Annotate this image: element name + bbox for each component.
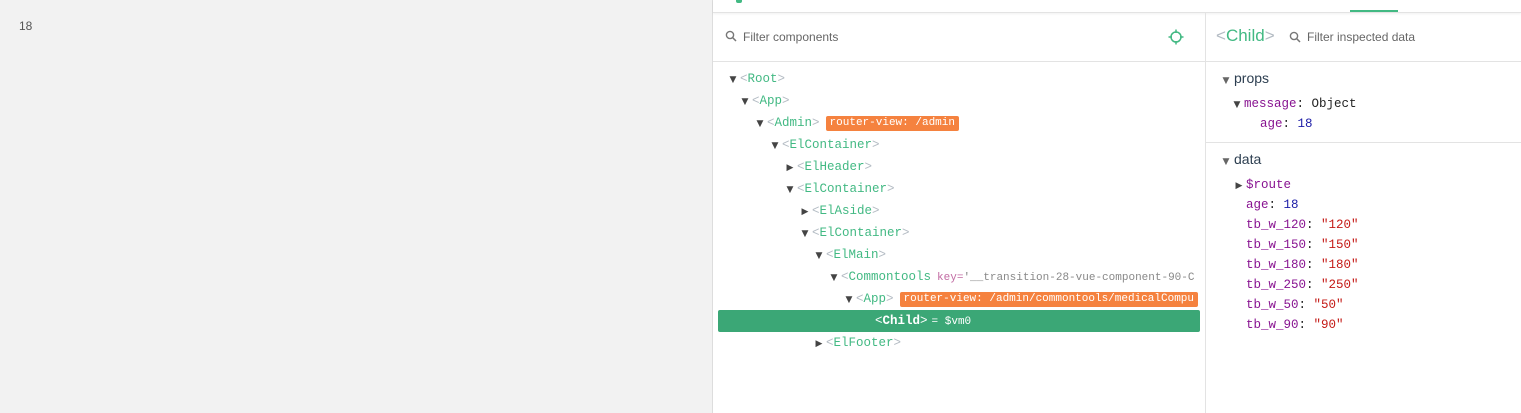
data-route[interactable]: ▶$route — [1232, 178, 1291, 192]
tree-node-label: ElMain — [833, 248, 879, 262]
collapse-arrow-icon[interactable]: ▼ — [815, 251, 823, 261]
expand-arrow-icon: ▶ — [1235, 181, 1243, 191]
tree-node-admin[interactable]: ▼<Admin>router-view: /admin — [718, 112, 1200, 134]
select-component-target-icon[interactable] — [1168, 29, 1184, 45]
tree-node-label: Admin — [774, 116, 813, 130]
collapse-arrow-icon[interactable]: ▼ — [756, 119, 764, 129]
expand-arrow-icon[interactable]: ▶ — [801, 207, 809, 217]
collapse-arrow-icon[interactable]: ▼ — [741, 97, 749, 107]
tree-node-root[interactable]: ▼<Root> — [718, 68, 1200, 90]
tree-node-label: App — [863, 292, 887, 306]
tree-node-elfooter[interactable]: ▶<ElFooter> — [718, 332, 1200, 354]
collapse-arrow-icon[interactable]: ▼ — [830, 273, 838, 283]
prop-age: age: 18 — [1260, 117, 1313, 131]
collapse-arrow-icon[interactable]: ▼ — [845, 295, 853, 305]
tree-node-label: ElContainer — [819, 226, 903, 240]
router-view-badge: router-view: /admin — [825, 116, 959, 131]
prop-message[interactable]: ▼message: Object — [1230, 97, 1357, 111]
props-section-title: props — [1234, 70, 1270, 86]
inspected-component-name: <Child> — [1216, 26, 1275, 45]
tree-node-label: ElAside — [819, 204, 873, 218]
tree-node-label: Child — [882, 314, 921, 328]
tree-node-label: ElHeader — [804, 160, 865, 174]
collapse-arrow-icon: ▼ — [1222, 76, 1230, 86]
data-item: tb_w_50: "50" — [1246, 298, 1344, 312]
collapse-arrow-icon[interactable]: ▼ — [729, 75, 737, 85]
tree-node-label: Root — [747, 72, 778, 86]
data-item: tb_w_120: "120" — [1246, 218, 1359, 232]
data-item: tb_w_250: "250" — [1246, 278, 1359, 292]
collapse-arrow-icon[interactable]: ▼ — [786, 185, 794, 195]
tree-node-child-selected[interactable]: <Child>= $vm0 — [718, 310, 1200, 332]
data-item: tb_w_180: "180" — [1246, 258, 1359, 272]
expand-arrow-icon[interactable]: ▶ — [786, 163, 794, 173]
vm-reference: = $vm0 — [931, 316, 972, 328]
data-section-title: data — [1234, 151, 1262, 167]
tree-node-elcontainer[interactable]: ▼<ElContainer> — [718, 222, 1200, 244]
filter-components-input[interactable] — [743, 27, 1123, 47]
collapse-arrow-icon[interactable]: ▼ — [771, 141, 779, 151]
app-page: 18 — [0, 0, 712, 413]
data-item: tb_w_90: "90" — [1246, 318, 1344, 332]
data-item: tb_w_150: "150" — [1246, 238, 1359, 252]
component-filter-bar — [713, 13, 1205, 62]
search-icon — [1289, 31, 1301, 43]
component-tree-pane: ▼<Root> ▼<App> ▼<Admin>router-view: /adm… — [713, 13, 1206, 413]
tree-node-elcontainer[interactable]: ▼<ElContainer> — [718, 178, 1200, 200]
search-icon — [725, 30, 737, 42]
collapse-arrow-icon: ▼ — [1222, 157, 1230, 167]
section-divider — [1206, 142, 1521, 143]
tree-node-elmain[interactable]: ▼<ElMain> — [718, 244, 1200, 266]
tree-node-label: ElFooter — [833, 336, 894, 350]
router-view-badge: router-view: /admin/commontools/medicalC… — [899, 292, 1198, 307]
props-section-toggle[interactable]: ▼ props — [1218, 70, 1270, 86]
data-item: age: 18 — [1246, 198, 1299, 212]
active-tab-indicator — [736, 0, 742, 3]
tree-node-label: ElContainer — [789, 138, 873, 152]
tree-node-elcontainer[interactable]: ▼<ElContainer> — [718, 134, 1200, 156]
data-section-toggle[interactable]: ▼ data — [1218, 151, 1262, 167]
tree-node-label: ElContainer — [804, 182, 888, 196]
tree-node-label: Commontools — [848, 270, 932, 284]
tree-node-elheader[interactable]: ▶<ElHeader> — [718, 156, 1200, 178]
inspector-header: <Child> — [1206, 13, 1521, 62]
inspector-pane: <Child> ▼props ▼message: Object age: 18 … — [1206, 13, 1521, 413]
devtools-top-bar — [713, 0, 1521, 13]
tree-node-label: App — [759, 94, 783, 108]
vue-devtools-panel: ▼<Root> ▼<App> ▼<Admin>router-view: /adm… — [712, 0, 1521, 413]
tab-underline — [1350, 10, 1398, 12]
collapse-arrow-icon: ▼ — [1233, 100, 1241, 110]
page-value: 18 — [19, 19, 33, 33]
tree-node-app[interactable]: ▼<App>router-view: /admin/commontools/me… — [718, 288, 1200, 310]
tree-node-app[interactable]: ▼<App> — [718, 90, 1200, 112]
expand-arrow-icon[interactable]: ▶ — [815, 339, 823, 349]
tree-node-elaside[interactable]: ▶<ElAside> — [718, 200, 1200, 222]
props-section: ▼ props ▼message: Object age: 18 — [1206, 62, 1521, 142]
filter-inspected-data-input[interactable] — [1307, 27, 1487, 47]
collapse-arrow-icon[interactable]: ▼ — [801, 229, 809, 239]
key-attribute-label: key= — [937, 272, 964, 284]
data-section: ▼ data ▶$route age: 18 tb_w_120: "120" tb… — [1206, 143, 1521, 363]
key-attribute-value: '__transition-28-vue-component-90-C — [963, 272, 1195, 284]
